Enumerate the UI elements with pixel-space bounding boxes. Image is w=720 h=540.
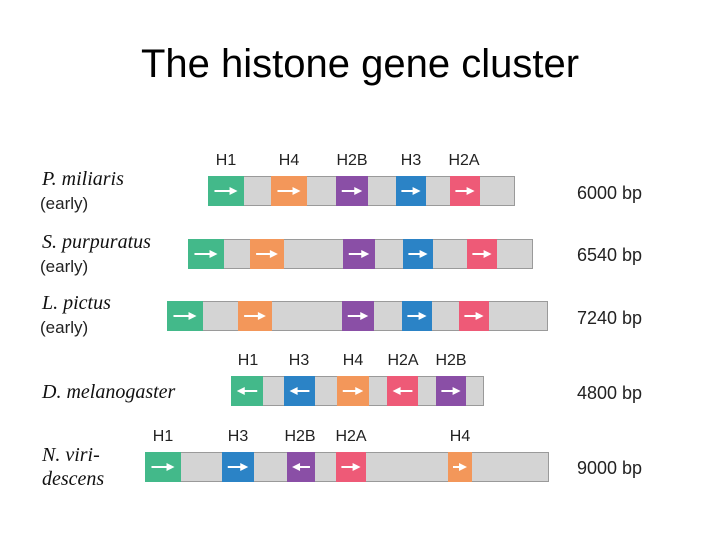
gene-h4 — [271, 176, 307, 206]
gene-label: H2A — [448, 152, 480, 169]
species-name: N. viri- — [42, 444, 100, 466]
gene-h2a — [387, 376, 418, 406]
arrow-icon — [151, 463, 175, 471]
gene-label: H1 — [215, 152, 237, 169]
gene-label: H2A — [335, 428, 367, 445]
gene-h4 — [448, 452, 472, 482]
gene-h2a — [336, 452, 366, 482]
gene-label: H2B — [284, 428, 316, 445]
gene-h4 — [337, 376, 369, 406]
gene-label: H1 — [237, 352, 259, 369]
gene-h4 — [250, 239, 284, 269]
arrow-icon — [227, 463, 249, 471]
gene-label: H2B — [435, 352, 467, 369]
species-name-cont: descens — [42, 468, 105, 490]
species-note: (early) — [40, 318, 89, 337]
gene-label: H3 — [227, 428, 249, 445]
page-title: The histone gene cluster — [140, 42, 580, 86]
gene-label: H3 — [400, 152, 422, 169]
gene-label: H1 — [152, 428, 174, 445]
arrow-icon — [214, 187, 238, 195]
cluster-size: 6000 bp — [577, 183, 643, 203]
gene-h3 — [403, 239, 433, 269]
cluster-size: 4800 bp — [577, 383, 643, 403]
gene-h2b — [343, 239, 375, 269]
species-note: (early) — [40, 194, 89, 213]
gene-h2a — [459, 301, 489, 331]
arrow-icon — [244, 312, 266, 320]
arrow-icon — [342, 387, 364, 395]
arrow-icon — [256, 250, 278, 258]
gene-h1 — [145, 452, 181, 482]
gene-label: H2B — [336, 152, 368, 169]
gene-h2b — [287, 452, 315, 482]
species-name: S. purpuratus — [42, 231, 151, 253]
species-name: L. pictus — [42, 292, 111, 314]
arrow-icon — [407, 312, 427, 320]
gene-label: H3 — [288, 352, 310, 369]
gene-label: H4 — [449, 428, 471, 445]
gene-h2b — [342, 301, 374, 331]
species-note: (early) — [40, 257, 89, 276]
gene-label: H4 — [278, 152, 300, 169]
arrow-icon — [292, 463, 310, 471]
arrow-icon — [401, 187, 421, 195]
gene-label: H2A — [387, 352, 419, 369]
gene-h1 — [208, 176, 244, 206]
gene-h4 — [238, 301, 272, 331]
gene-h1 — [231, 376, 263, 406]
arrow-icon — [408, 250, 428, 258]
gene-h2a — [467, 239, 497, 269]
gene-h1 — [188, 239, 224, 269]
gene-h3 — [284, 376, 315, 406]
arrow-icon — [289, 387, 310, 395]
cluster-size: 9000 bp — [577, 458, 643, 478]
gene-h3 — [222, 452, 254, 482]
species-name: D. melanogaster — [42, 381, 176, 403]
gene-h2a — [450, 176, 480, 206]
gene-h3 — [402, 301, 432, 331]
arrow-icon — [348, 250, 370, 258]
arrow-icon — [173, 312, 197, 320]
arrow-icon — [341, 187, 363, 195]
arrow-icon — [392, 387, 413, 395]
gene-label: H4 — [342, 352, 364, 369]
gene-h2b — [336, 176, 368, 206]
arrow-icon — [441, 387, 461, 395]
gene-h3 — [396, 176, 426, 206]
arrow-icon — [464, 312, 484, 320]
cluster-size: 7240 bp — [577, 308, 643, 328]
arrow-icon — [472, 250, 492, 258]
cluster-size: 6540 bp — [577, 245, 643, 265]
species-name: P. miliaris — [42, 168, 124, 190]
gene-h1 — [167, 301, 203, 331]
arrow-icon — [341, 463, 361, 471]
gene-h2b — [436, 376, 466, 406]
arrow-icon — [277, 187, 301, 195]
arrow-icon — [455, 187, 475, 195]
arrow-icon — [236, 387, 258, 395]
arrow-icon — [347, 312, 369, 320]
arrow-icon — [453, 463, 467, 471]
arrow-icon — [194, 250, 218, 258]
